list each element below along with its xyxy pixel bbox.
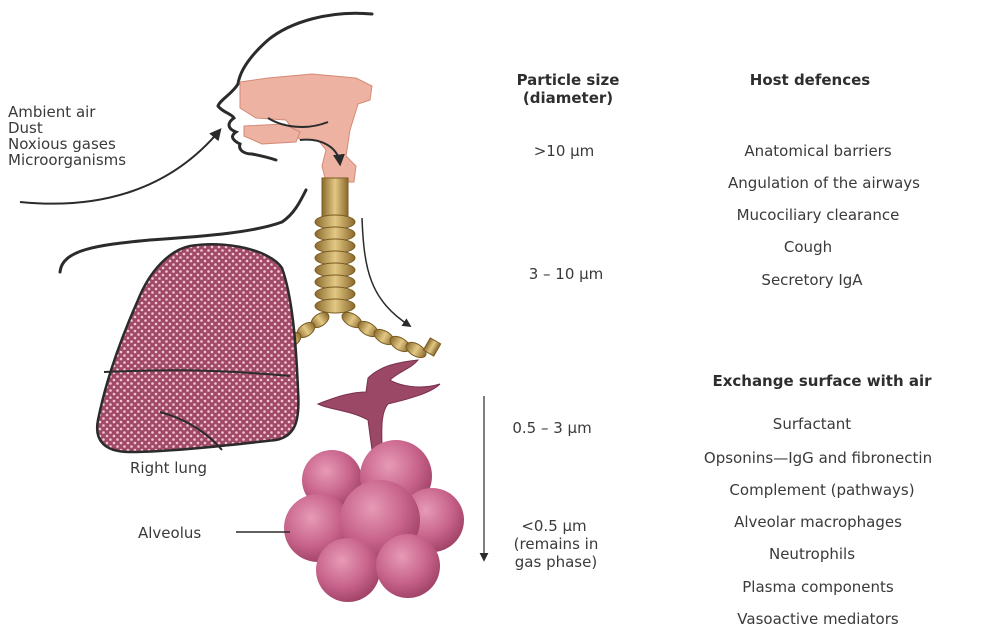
inhaled-source-ambient-air: Ambient air <box>8 104 95 120</box>
defence-mucociliary-clearance: Mucociliary clearance <box>737 207 900 223</box>
particle-size-fine-line3: gas phase) <box>515 554 597 570</box>
defence-surfactant: Surfactant <box>773 416 851 432</box>
particle-size-medium: 3 – 10 µm <box>529 266 604 282</box>
defence-vasoactive-mediators: Vasoactive mediators <box>737 611 898 627</box>
particle-size-small: 0.5 – 3 µm <box>512 420 591 436</box>
defence-alveolar-macrophages: Alveolar macrophages <box>734 514 902 530</box>
right-bronchus <box>339 309 440 360</box>
alveolus-label: Alveolus <box>138 525 201 541</box>
particle-size-large: >10 µm <box>534 143 595 159</box>
exchange-surface-header: Exchange surface with air <box>712 373 931 389</box>
host-defences-header: Host defences <box>750 72 870 88</box>
inhaled-source-dust: Dust <box>8 120 43 136</box>
defence-neutrophils: Neutrophils <box>769 546 855 562</box>
particle-size-header-line2: (diameter) <box>523 90 613 106</box>
bronchiole <box>318 360 440 450</box>
particle-size-header-line1: Particle size <box>517 72 620 88</box>
defence-angulation-of-airways: Angulation of the airways <box>728 175 920 191</box>
particle-size-fine-line1: <0.5 µm <box>521 518 586 534</box>
alveoli-cluster <box>284 440 464 602</box>
defence-secretory-iga: Secretory IgA <box>761 272 862 288</box>
deposition-arrow <box>362 218 410 326</box>
right-lung-label: Right lung <box>130 460 207 476</box>
defence-cough: Cough <box>784 239 832 255</box>
particle-size-fine-line2: (remains in <box>514 536 599 552</box>
defence-complement: Complement (pathways) <box>729 482 914 498</box>
defence-plasma-components: Plasma components <box>742 579 893 595</box>
trachea-rings <box>315 215 355 313</box>
inhaled-source-noxious-gases: Noxious gases <box>8 136 116 152</box>
defence-opsonins: Opsonins—IgG and fibronectin <box>704 450 932 466</box>
right-lung <box>97 244 298 452</box>
defence-anatomical-barriers: Anatomical barriers <box>744 143 891 159</box>
inhaled-source-microorganisms: Microorganisms <box>8 152 126 168</box>
larynx <box>322 178 348 218</box>
